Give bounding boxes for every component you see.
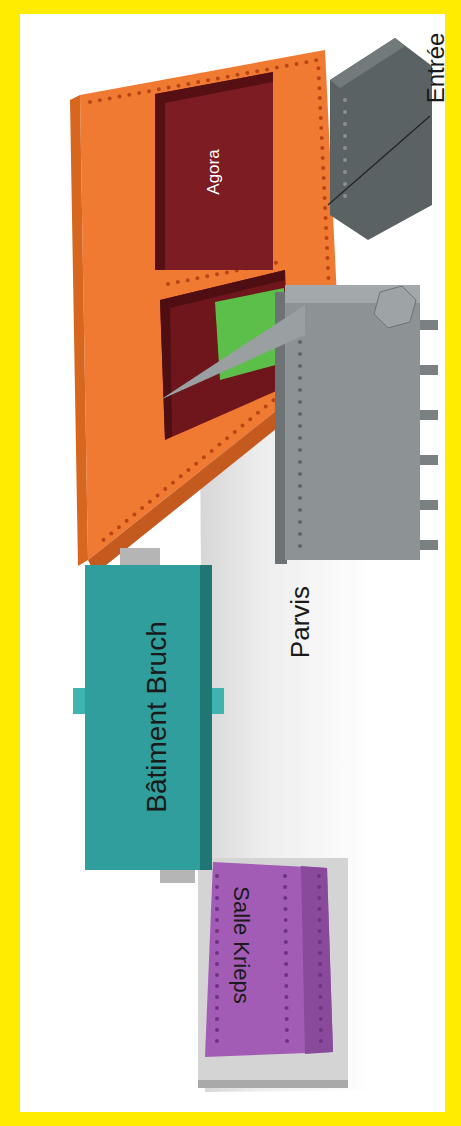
connector-block	[160, 868, 195, 883]
hall-block: Salle Krieps	[205, 862, 333, 1057]
building-name: Salle Krieps	[230, 886, 252, 1003]
courtyard-area: Agora	[155, 72, 273, 270]
facade-dots	[298, 330, 302, 550]
grey-fin	[420, 500, 438, 510]
grey-ornament	[374, 286, 416, 328]
courtyard-shadow	[155, 72, 273, 270]
grey-fin	[420, 320, 438, 330]
building-block: Bâtiment Bruch	[85, 565, 200, 870]
facade-dots	[285, 876, 287, 1042]
area-label: Parvis	[287, 586, 313, 658]
courtyard-fill	[155, 72, 273, 270]
grey-fin	[420, 540, 438, 550]
grey-spike	[160, 305, 305, 400]
inner-courtyard	[160, 270, 290, 440]
facade-dots	[215, 876, 219, 1042]
grey-slab-top	[330, 38, 405, 88]
teal-bump	[73, 688, 85, 714]
leader-line	[328, 116, 430, 205]
teal-bump	[212, 688, 224, 714]
hall-shape	[205, 862, 333, 1057]
building-name: Bâtiment Bruch	[143, 621, 171, 812]
hall-base	[198, 858, 348, 1088]
facade-dots	[319, 876, 321, 1042]
hall-fill	[205, 862, 333, 1057]
hall-base-edge	[198, 1080, 348, 1088]
grey-fin	[420, 410, 438, 420]
orange-building-side	[70, 95, 88, 566]
grey-fin	[420, 365, 438, 375]
grey-building	[285, 285, 420, 560]
grey-fin	[420, 455, 438, 465]
entrance-label: Entrée	[424, 33, 448, 104]
hall-roof-slope	[301, 866, 333, 1054]
building-name: Agora	[205, 149, 222, 194]
white-ground	[20, 14, 445, 1112]
grey-slab	[330, 38, 432, 240]
teal-side	[200, 565, 212, 870]
